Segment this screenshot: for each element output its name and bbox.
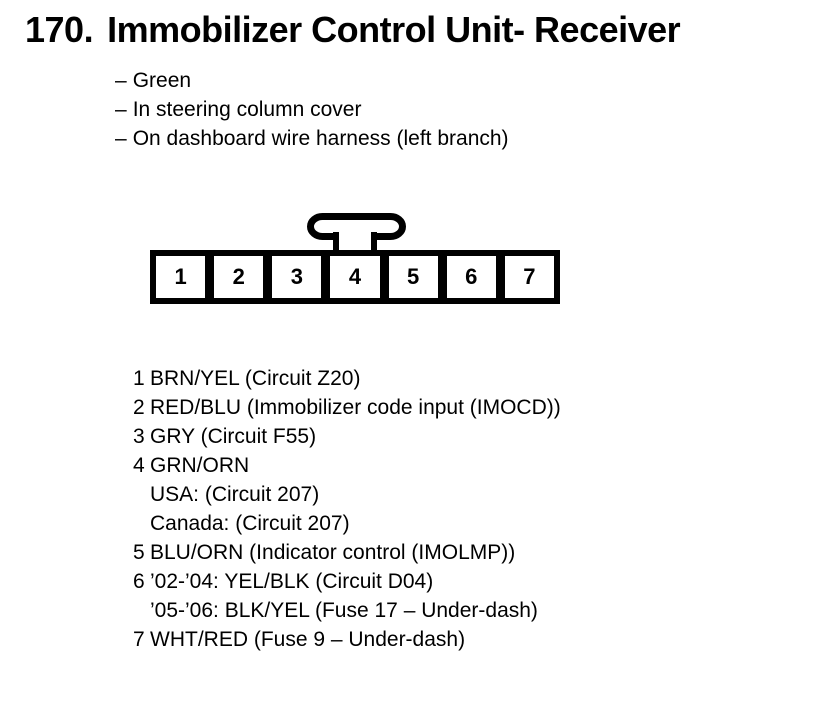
detail-text: In steering column cover: [132, 98, 362, 121]
pin-description: WHT/RED (Fuse 9 – Under-dash): [150, 625, 465, 654]
connector-body: 1 2 3 4 5 6 7: [150, 250, 560, 304]
item-title: Immobilizer Control Unit- Receiver: [107, 9, 681, 50]
dash-bullet: –: [115, 69, 127, 92]
connector-latch-icon: [307, 213, 406, 250]
pinout-row-3: 3 GRY (Circuit F55): [133, 422, 561, 451]
cavity-number: 5: [407, 264, 420, 289]
pinout-row-7: 7 WHT/RED (Fuse 9 – Under-dash): [133, 625, 561, 654]
cavity-number: 7: [523, 264, 536, 289]
pin-description: RED/BLU (Immobilizer code input (IMOCD)): [150, 393, 561, 422]
pinout-row-2: 2 RED/BLU (Immobilizer code input (IMOCD…: [133, 393, 561, 422]
pin-number: 5: [133, 541, 145, 564]
detail-text: Green: [132, 69, 192, 92]
pin-description-line: USA: (Circuit 207): [150, 483, 320, 506]
pin-description-line: BLU/ORN (Indicator control (IMOLMP)): [150, 541, 516, 564]
pin-description-line: GRY (Circuit F55): [150, 425, 317, 448]
pin-description-line: ’02-’04: YEL/BLK (Circuit D04): [150, 570, 434, 593]
pinout-row-4: 4 GRN/ORN USA: (Circuit 207) Canada: (Ci…: [133, 451, 561, 538]
connector-cavity-7: 7: [504, 256, 554, 298]
pin-description: BLU/ORN (Indicator control (IMOLMP)): [150, 538, 515, 567]
pin-number: 6: [133, 570, 145, 593]
pin-description-line: WHT/RED (Fuse 9 – Under-dash): [150, 628, 466, 651]
detail-line-harness: – On dashboard wire harness (left branch…: [115, 124, 509, 153]
pin-description: GRY (Circuit F55): [150, 422, 316, 451]
pin-number: 7: [133, 628, 145, 651]
cavity-number: 4: [348, 264, 362, 289]
pin-number: 1: [133, 367, 145, 390]
connector-cavity-3: 3: [272, 256, 322, 298]
page-title: 170. Immobilizer Control Unit- Receiver: [25, 9, 681, 50]
pinout-list: 1 BRN/YEL (Circuit Z20) 2 RED/BLU (Immob…: [133, 364, 561, 654]
dash-bullet: –: [115, 98, 127, 121]
pin-description: BRN/YEL (Circuit Z20): [150, 364, 360, 393]
detail-list: – Green – In steering column cover – On …: [115, 66, 509, 153]
pin-description-line: ’05-’06: BLK/YEL (Fuse 17 – Under-dash): [150, 599, 538, 622]
cavity-number: 3: [290, 264, 303, 289]
cavity-number: 1: [174, 264, 187, 289]
detail-line-location: – In steering column cover: [115, 95, 509, 124]
pinout-row-1: 1 BRN/YEL (Circuit Z20): [133, 364, 561, 393]
pin-description-line: BRN/YEL (Circuit Z20): [150, 367, 361, 390]
connector-diagram: 1 2 3 4 5 6 7: [150, 206, 560, 304]
pin-description: GRN/ORN USA: (Circuit 207) Canada: (Circ…: [150, 451, 350, 538]
pinout-row-6: 6 ’02-’04: YEL/BLK (Circuit D04) ’05-’06…: [133, 567, 561, 625]
connector-cavity-1: 1: [156, 256, 206, 298]
pinout-row-5: 5 BLU/ORN (Indicator control (IMOLMP)): [133, 538, 561, 567]
cavity-number: 6: [465, 264, 478, 289]
connector-cavity-5: 5: [388, 256, 438, 298]
detail-text: On dashboard wire harness (left branch): [132, 127, 509, 150]
connector-cavity-2: 2: [214, 256, 264, 298]
pin-description-line: RED/BLU (Immobilizer code input (IMOCD)): [150, 396, 561, 419]
item-number: 170.: [25, 9, 94, 50]
connector-cavity-6: 6: [446, 256, 496, 298]
pin-number: 3: [133, 425, 145, 448]
dash-bullet: –: [115, 127, 127, 150]
cavity-number: 2: [232, 264, 245, 289]
pin-description-line: GRN/ORN: [150, 454, 250, 477]
pin-description-line: Canada: (Circuit 207): [150, 512, 350, 535]
pin-number: 2: [133, 396, 145, 419]
pin-number: 4: [133, 454, 145, 477]
pin-description: ’02-’04: YEL/BLK (Circuit D04) ’05-’06: …: [150, 567, 538, 625]
detail-line-color: – Green: [115, 66, 509, 95]
connector-cavity-4: 4: [330, 256, 380, 298]
